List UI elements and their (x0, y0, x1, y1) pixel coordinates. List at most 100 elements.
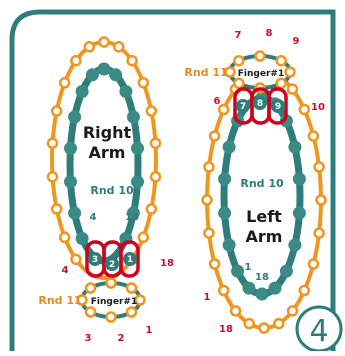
left-outer-stitch (315, 194, 327, 206)
left-outer-stitch (243, 317, 255, 330)
left-outer-stitch (298, 284, 311, 297)
right-arm-inner-round (66, 65, 142, 265)
right-box-label-2: 2 (109, 260, 115, 270)
left-finger-stitch (254, 50, 266, 62)
left-stitch-1-label: 1 (245, 262, 252, 273)
left-box-dot-7 (236, 99, 250, 113)
right-outer-stitch (58, 231, 71, 244)
right-inner-stitch (75, 232, 89, 245)
left-outer-stitch (208, 130, 221, 142)
right-orange-label-1: 1 (146, 325, 153, 336)
right-finger-stitch (105, 311, 117, 323)
right-stitch-18-label: 18 (125, 212, 139, 223)
right-finger-stitch (134, 294, 146, 306)
left-arm-title-line2: Arm (246, 227, 283, 246)
left-arm-title-line1: Left (246, 207, 282, 226)
right-inner-stitch (126, 206, 140, 220)
left-top-label-9: 9 (293, 36, 300, 47)
left-finger-stitch (275, 77, 287, 90)
left-finger-stitch (233, 77, 245, 90)
right-box-label-1: 1 (127, 255, 133, 265)
left-finger-stitch (275, 54, 287, 67)
right-inner-stitch (64, 141, 77, 155)
right-outer-stitch (112, 41, 125, 53)
right-stitch-4-label: 4 (90, 212, 97, 223)
right-finger-stitch (105, 277, 117, 289)
left-outer-stitch (203, 227, 215, 239)
right-outer-stitch (145, 203, 158, 215)
left-inner-stitch (218, 206, 232, 220)
left-outer-stitch (286, 83, 299, 95)
right-outer-stitch (149, 137, 162, 149)
right-arm-title-line1: Right (83, 123, 132, 142)
right-arm: Right Arm Rnd 10 4 18 3 2 1 Finger#1 Rnd… (38, 36, 174, 344)
right-outer-stitch (46, 137, 59, 149)
left-inner-stitch (279, 264, 293, 278)
right-outer-stitch (137, 76, 150, 89)
left-outer-stitch (298, 103, 311, 116)
left-box-9 (267, 87, 288, 125)
left-finger-stitch (284, 66, 296, 78)
left-inner-stitch (288, 238, 302, 252)
right-box-label-3: 3 (92, 255, 98, 265)
left-outer-stitch (203, 161, 215, 173)
right-outer-stitch (58, 76, 71, 89)
left-side-label-1: 1 (204, 292, 211, 303)
left-top-label-7: 7 (235, 30, 242, 41)
left-outer-stitch (313, 227, 325, 239)
left-box-label-8: 8 (257, 99, 263, 109)
right-finger-stitches (76, 277, 146, 323)
left-rnd11-label: Rnd 11 (184, 66, 227, 79)
left-box-dot-9 (271, 99, 285, 113)
right-outer-stitch (145, 105, 158, 117)
left-outer-stitch (201, 194, 213, 206)
right-orange-label-3: 3 (85, 333, 92, 344)
right-inner-stitch (97, 62, 111, 76)
right-box-dot-1 (123, 252, 137, 266)
left-box-label-7: 7 (240, 102, 246, 112)
left-inner-stitch (218, 172, 232, 186)
right-outer-stitches (46, 36, 162, 266)
left-inner-stitch (292, 206, 306, 220)
right-inner-stitch (64, 175, 77, 189)
right-inner-stitch (85, 68, 99, 82)
left-inner-stitch (222, 238, 236, 252)
right-orange-label-2: 2 (118, 333, 125, 344)
left-outer-stitch (217, 103, 230, 116)
right-outer-stitch (137, 231, 150, 244)
step-number: 4 (309, 314, 328, 349)
right-outer-stitch (70, 54, 82, 67)
left-stitch-18-label: 18 (255, 272, 269, 283)
left-outer-stitch (286, 305, 299, 317)
right-rnd10-label: Rnd 10 (90, 184, 134, 197)
left-outer-stitch (307, 130, 320, 142)
right-inner-stitch (126, 110, 140, 124)
left-outer-stitch (208, 258, 221, 270)
left-side-label-10: 10 (311, 102, 325, 113)
right-box-1 (119, 240, 140, 278)
left-outer-stitch (273, 317, 285, 330)
left-inner-stitch (292, 172, 306, 186)
right-finger-stitch (84, 306, 97, 318)
step-badge: 4 (295, 305, 343, 353)
left-inner-stitches (218, 91, 306, 301)
right-orange-label-4: 4 (62, 265, 69, 276)
right-finger-stitch (84, 282, 97, 294)
right-finger-stitch (76, 294, 88, 306)
right-inner-stitch (131, 141, 144, 155)
left-outer-stitch (313, 161, 325, 173)
right-inner-stitch (109, 68, 123, 82)
left-red-boxes (233, 87, 288, 125)
right-outer-stitch (149, 171, 162, 183)
right-box-dot-2 (105, 257, 119, 271)
right-outer-stitch (83, 41, 96, 53)
left-inner-stitch (288, 140, 302, 154)
left-side-label-18: 18 (219, 324, 233, 335)
left-inner-stitch (231, 264, 245, 278)
left-outer-stitch (217, 284, 230, 297)
right-outer-stitch (98, 36, 110, 48)
left-inner-stitch (279, 114, 293, 128)
left-finger-label: Finger#1 (238, 69, 284, 79)
